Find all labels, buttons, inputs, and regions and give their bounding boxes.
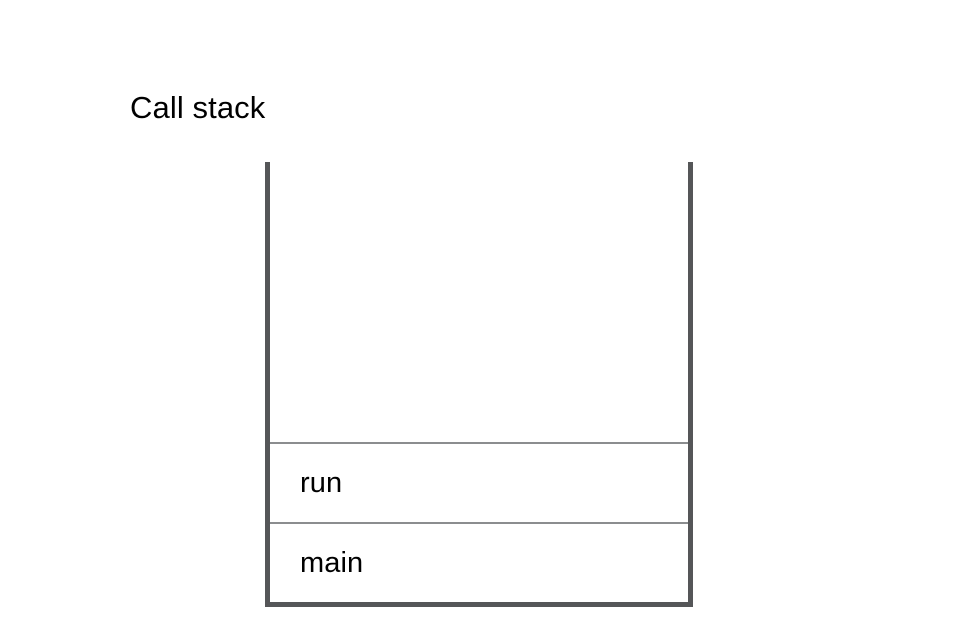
page-title: Call stack bbox=[130, 90, 266, 125]
stack-frame-run[interactable]: run bbox=[270, 442, 688, 522]
stack-left-wall bbox=[265, 162, 270, 607]
call-stack-container: run main bbox=[265, 162, 693, 607]
stack-frame-label: run bbox=[300, 467, 343, 499]
stack-right-wall bbox=[688, 162, 693, 607]
stack-base bbox=[265, 602, 693, 607]
stack-frame-label: main bbox=[300, 547, 364, 579]
stack-empty-space bbox=[270, 162, 688, 442]
stack-frame-main[interactable]: main bbox=[270, 522, 688, 602]
stack-interior: run main bbox=[270, 162, 688, 602]
